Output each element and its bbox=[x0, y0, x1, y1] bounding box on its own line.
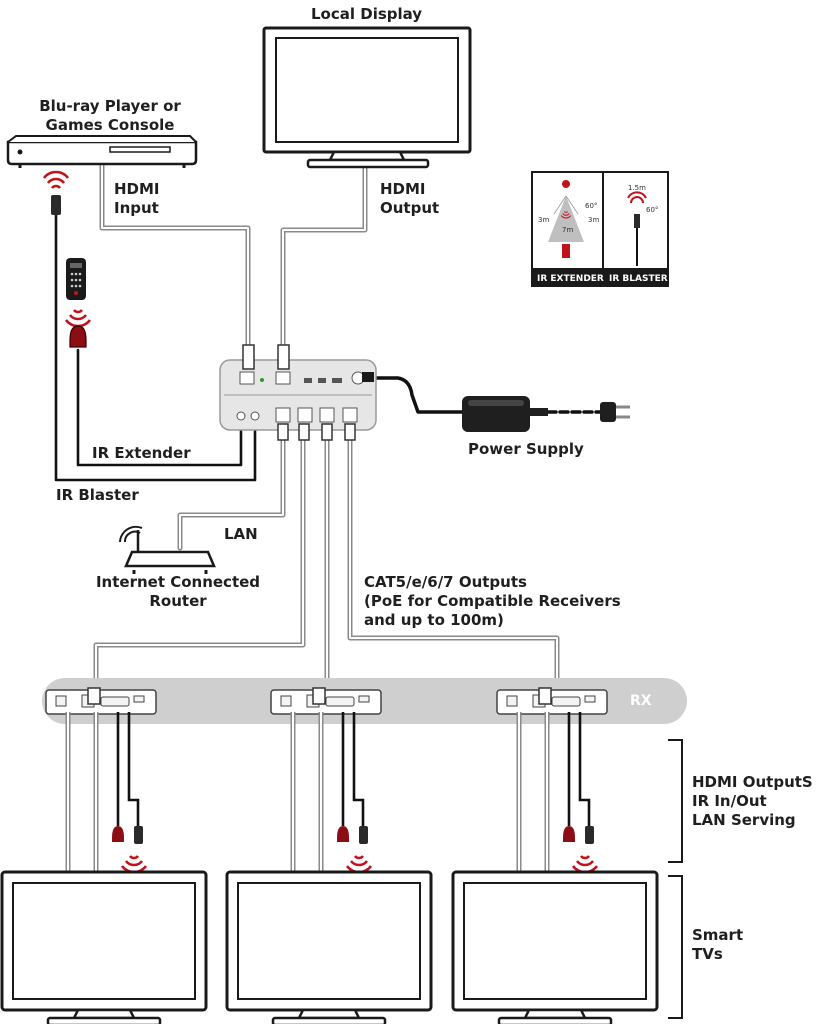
ir-wave-icon bbox=[571, 854, 599, 874]
lan-label: LAN bbox=[224, 525, 258, 543]
transmitter-icon bbox=[219, 344, 377, 441]
local-display-icon bbox=[262, 26, 472, 169]
rx-label: RX bbox=[630, 693, 652, 709]
hdmi-output-label-line2: Output bbox=[380, 199, 440, 217]
rx-group-label-line2: IR In/Out bbox=[692, 792, 767, 810]
ir-extender-eye bbox=[69, 325, 87, 348]
legend-ir-extender-label: IR EXTENDER bbox=[537, 274, 604, 284]
legend-ir-blaster-label: IR BLASTER bbox=[609, 274, 668, 284]
router-label-line1: Internet Connected bbox=[95, 573, 261, 591]
cat-cable-3 bbox=[347, 437, 560, 696]
receiver-icon bbox=[45, 687, 157, 715]
ir-blaster-cable bbox=[54, 213, 257, 482]
tv-group-label-line2: TVs bbox=[692, 945, 723, 963]
ir-legend: 3m 3m 7m 60° 1.5m 60° IR EXTENDER IR BLA… bbox=[531, 171, 669, 287]
router-icon bbox=[119, 525, 216, 574]
cables bbox=[54, 162, 602, 696]
legend-blaster-angle: 60° bbox=[646, 206, 658, 214]
source-device-label: Blu-ray Player or Games Console bbox=[10, 97, 210, 135]
source-device-label-line2: Games Console bbox=[45, 116, 175, 134]
ir-blaster-head bbox=[51, 195, 61, 215]
power-cable bbox=[370, 376, 464, 414]
receiver-icon bbox=[496, 687, 608, 715]
cat-outputs-label: CAT5/e/6/7 Outputs (PoE for Compatible R… bbox=[364, 573, 621, 630]
router-label-line2: Router bbox=[149, 592, 207, 610]
tv-group-label: Smart TVs bbox=[692, 926, 743, 964]
legend-ext-dist-front: 7m bbox=[562, 226, 573, 234]
hdmi-input-label-line1: HDMI bbox=[114, 180, 160, 198]
legend-ext-dist-left: 3m bbox=[538, 216, 549, 224]
hdmi-output-label-line1: HDMI bbox=[380, 180, 426, 198]
ir-wave-icon bbox=[64, 308, 92, 328]
ir-wave-icon bbox=[120, 854, 148, 874]
hdmi-output-label: HDMI Output bbox=[380, 180, 439, 218]
rx-group-label-line3: LAN Serving bbox=[692, 811, 796, 829]
power-supply-label: Power Supply bbox=[468, 440, 584, 458]
legend-ext-angle: 60° bbox=[585, 202, 597, 210]
tv-icon bbox=[225, 870, 433, 1027]
hdmi-input-label-line2: Input bbox=[114, 199, 159, 217]
rx-group-label-line1: HDMI OutputS bbox=[692, 773, 813, 791]
rx-group-bracket bbox=[668, 739, 683, 863]
tv-group-label-line1: Smart bbox=[692, 926, 744, 944]
tv-icon bbox=[0, 870, 208, 1027]
ir-wave-icon bbox=[42, 170, 70, 190]
ir-extender-label: IR Extender bbox=[92, 444, 191, 462]
power-adapter-icon bbox=[462, 396, 630, 432]
router-label: Internet Connected Router bbox=[78, 573, 278, 611]
rx-group-label: HDMI OutputS IR In/Out LAN Serving bbox=[692, 773, 813, 830]
bluray-player-icon bbox=[6, 135, 198, 168]
tv-icon bbox=[451, 870, 659, 1027]
hdmi-output-cable bbox=[280, 165, 368, 348]
local-display-label: Local Display bbox=[311, 5, 423, 23]
tv-group-bracket bbox=[668, 875, 683, 1019]
receiver-icon bbox=[270, 687, 382, 715]
rx-ir-heads bbox=[112, 826, 594, 844]
hdmi-input-label: HDMI Input bbox=[114, 180, 160, 218]
cat-outputs-label-line1: CAT5/e/6/7 Outputs bbox=[364, 573, 527, 591]
cat-outputs-label-line3: and up to 100m) bbox=[364, 611, 504, 629]
legend-blaster-dist: 1.5m bbox=[628, 184, 646, 192]
source-device-label-line1: Blu-ray Player or bbox=[39, 97, 181, 115]
rx-output-cables bbox=[65, 712, 591, 880]
ir-extender-cable bbox=[76, 348, 243, 467]
ir-wave-icon bbox=[345, 854, 373, 874]
cat-outputs-label-line2: (PoE for Compatible Receivers bbox=[364, 592, 621, 610]
legend-ext-dist-right: 3m bbox=[588, 216, 599, 224]
remote-control-icon bbox=[66, 258, 86, 300]
ir-blaster-label: IR Blaster bbox=[56, 486, 139, 504]
